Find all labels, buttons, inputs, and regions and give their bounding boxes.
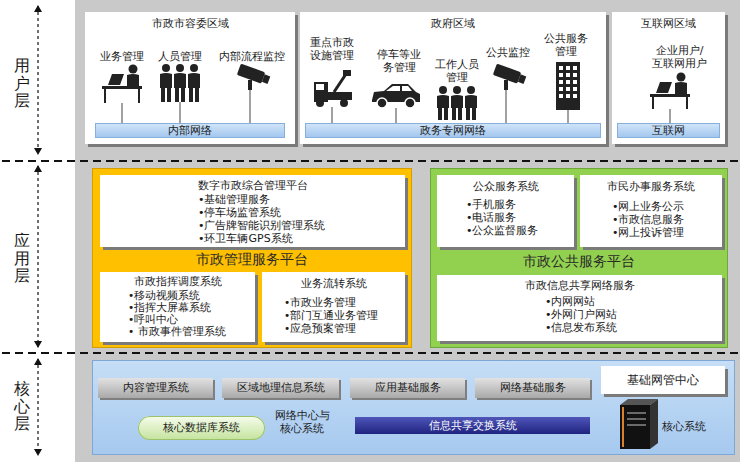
database-cylinder: 核心数据库系统	[138, 416, 265, 440]
network-bar: 内部网络	[95, 123, 285, 138]
network-bar: 互联网	[617, 123, 720, 138]
node-title: 内部网络	[95, 124, 285, 137]
building-icon	[556, 62, 580, 110]
node-text: •手机服务	[466, 198, 570, 211]
service-box: 区域地理信息系统	[222, 378, 339, 398]
node-text: • 市政事件管理系统	[128, 325, 252, 337]
layer-span-arrow	[37, 6, 38, 455]
node-text: •广告牌智能识别管理系统	[198, 219, 402, 232]
pole-line	[332, 90, 568, 123]
node-title: 网络中心与核心系统	[272, 409, 332, 435]
node-title: 区域地理信息系统	[222, 381, 339, 394]
platform-panel: 市政管理服务平台 数字市政综合管理平台•基础管理服务•停车场监管系统•广告牌智能识…	[92, 168, 412, 348]
node-text: 公共服务管理	[542, 32, 590, 58]
node-title: 内容管理系统	[98, 381, 213, 394]
node-text: •移动视频系统	[128, 289, 252, 301]
center-box: 基础网管中心	[601, 366, 725, 394]
node-text: •网上业务公示	[612, 200, 718, 213]
layer-label: 用户层	[14, 57, 30, 110]
node-text: •基础管理服务	[198, 193, 402, 206]
node-title: 市政管理服务平台	[92, 250, 412, 268]
node-text: •停车场监管系统	[198, 206, 402, 219]
region-box: 互联网区域企业用户/互联网用户互联网	[612, 12, 725, 144]
node-text: •市政业务管理	[284, 296, 402, 308]
platform-panel: 市政公共服务平台 公众服务系统 •手机服务•电话服务•公众监督服务 市民办事服务系统 •…	[430, 168, 728, 348]
node-text: •网上投诉管理	[612, 226, 718, 239]
node-text: •指挥大屏幕系统	[128, 301, 252, 313]
node-title: 市政信息共享网络服务	[437, 279, 722, 292]
system-box: 市民办事服务系统 •网上业务公示•市政信息服务•网上投诉管理	[580, 175, 722, 247]
network-bar: 政务专网网络	[305, 123, 601, 138]
exchange-bar: 信息共享交换系统	[355, 417, 590, 434]
node-title: 市政指挥调度系统	[100, 275, 255, 288]
camera-icon	[493, 64, 527, 90]
node-title: 市民办事服务系统	[580, 180, 722, 193]
service-box: 内容管理系统	[98, 378, 213, 398]
people-icon	[160, 64, 200, 102]
node-text: •部门互通业务管理	[284, 309, 402, 321]
node-title: 数字市政综合管理平台	[100, 179, 405, 192]
node-text: 企业用户/互联网用户	[651, 44, 708, 70]
node-title: 政府区域	[300, 17, 606, 30]
node-title: 业务流转系统	[262, 277, 405, 290]
node-text: •应急预案管理	[284, 322, 402, 334]
node-text: 业务管理	[97, 50, 147, 63]
node-text: •公众监督服务	[466, 224, 570, 237]
node-title: 互联网区域	[612, 17, 725, 30]
node-text: •呼叫中心	[128, 313, 252, 325]
icon-label: 核心系统	[662, 420, 722, 433]
node-text: 停车等业务管理	[374, 48, 424, 74]
node-title: 基础网管中心	[601, 372, 725, 388]
camera-icon	[237, 64, 271, 90]
node-text: •电话服务	[466, 211, 570, 224]
desk-user-icon	[102, 65, 142, 104]
gray-ground	[75, 0, 740, 462]
core-panel: 网络中心与核心系统 内容管理系统区域地理信息系统应用基础服务网络基础服务基础网管中…	[92, 360, 735, 455]
node-title: 市政公共服务平台	[430, 252, 728, 270]
region-box: 政府区域重点市政设施管理停车等业务管理工作人员管理公共监控公共服务管理政务专网网…	[300, 12, 606, 144]
node-text: 工作人员管理	[433, 58, 481, 84]
layer-label: 应用层	[14, 232, 30, 285]
workers-icon	[437, 86, 477, 120]
layer-label: 核心层	[14, 380, 30, 433]
layer-divider	[2, 161, 740, 353]
node-title: 网络基础服务	[475, 381, 590, 394]
node-title: 应用基础服务	[350, 381, 465, 394]
node-text: 公共监控	[483, 46, 533, 59]
service-box: 网络基础服务	[475, 378, 590, 398]
node-text: 内部流程监控	[216, 50, 288, 63]
node-text: 重点市政设施管理	[306, 36, 358, 62]
system-box: 市政指挥调度系统•移动视频系统•指挥大屏幕系统•呼叫中心• 市政事件管理系统	[100, 272, 255, 342]
node-text: •信息发布系统	[545, 321, 715, 334]
node-title: 互联网	[617, 124, 720, 137]
system-box: 业务流转系统 •市政业务管理•部门互通业务管理•应急预案管理	[262, 272, 405, 342]
pole-line	[670, 109, 671, 123]
car-icon	[372, 84, 420, 108]
system-box: 公众服务系统 •手机服务•电话服务•公众监督服务	[437, 175, 574, 247]
system-box: 数字市政综合管理平台•基础管理服务•停车场监管系统•广告牌智能识别管理系统•环卫…	[100, 175, 405, 247]
service-box: 应用基础服务	[350, 378, 465, 398]
node-text: •环卫车辆GPS系统	[198, 232, 402, 245]
node-title: 市政市容委区域	[85, 17, 295, 30]
node-text: 人员管理	[155, 50, 205, 63]
region-box: 市政市容委区域业务管理人员管理内部流程监控内部网络	[85, 12, 295, 144]
node-text: •外网门户网站	[545, 308, 715, 321]
truck-icon	[314, 70, 352, 107]
pole-line	[122, 90, 250, 123]
node-title: 政务专网网络	[305, 124, 601, 137]
system-box: 市政信息共享网络服务 •内网网站•外网门户网站•信息发布系统	[437, 275, 722, 341]
desk-user-icon	[650, 73, 690, 110]
node-title: 公众服务系统	[437, 180, 574, 193]
node-text: •市政信息服务	[612, 213, 718, 226]
node-title: 信息共享交换系统	[355, 419, 590, 432]
node-title: 核心数据库系统	[138, 421, 265, 434]
node-text: •内网网站	[545, 295, 715, 308]
